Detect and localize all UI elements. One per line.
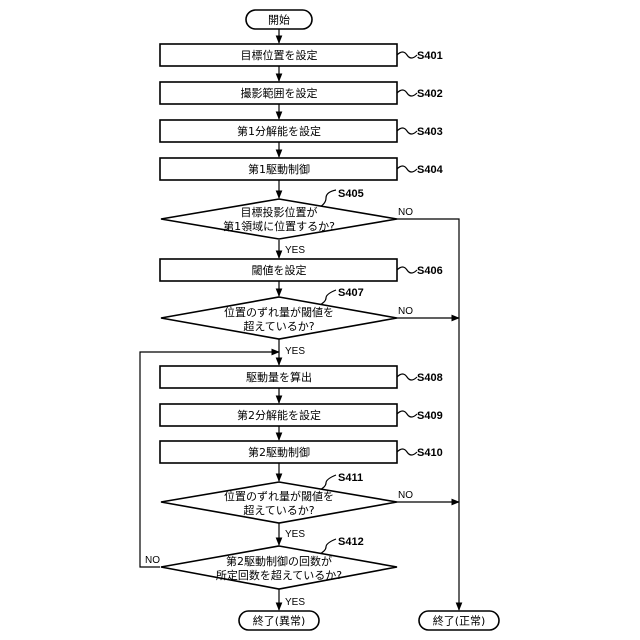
svg-text:S408: S408	[417, 372, 443, 384]
svg-text:第1領域に位置するか?: 第1領域に位置するか?	[223, 219, 335, 233]
svg-text:目標投影位置が: 目標投影位置が	[241, 205, 318, 219]
step-s409: 第2分解能を設定 S409	[160, 404, 443, 426]
svg-text:所定回数を超えているか?: 所定回数を超えているか?	[216, 568, 342, 582]
s407-no-label: NO	[398, 306, 413, 317]
svg-text:目標位置を設定: 目標位置を設定	[241, 48, 318, 62]
s405-yes-label: YES	[285, 245, 305, 256]
s407-yes-label: YES	[285, 346, 305, 357]
step-s401: 目標位置を設定 S401	[160, 44, 443, 66]
svg-text:終了(異常): 終了(異常)	[253, 614, 306, 628]
svg-text:S410: S410	[417, 447, 443, 459]
svg-text:超えているか?: 超えているか?	[243, 319, 314, 333]
s412-no-label: NO	[145, 555, 160, 566]
step-s403: 第1分解能を設定 S403	[160, 120, 443, 142]
step-s404: 第1駆動制御 S404	[160, 158, 444, 180]
end-terminal-normal: 終了(正常)	[419, 611, 499, 630]
svg-text:位置のずれ量が閾値を: 位置のずれ量が閾値を	[224, 489, 334, 503]
svg-text:撮影範囲を設定: 撮影範囲を設定	[241, 86, 318, 100]
svg-text:S402: S402	[417, 88, 443, 100]
svg-text:第1駆動制御: 第1駆動制御	[248, 162, 310, 176]
step-s410: 第2駆動制御 S410	[160, 441, 443, 463]
step-s408: 駆動量を算出 S408	[160, 366, 443, 388]
svg-text:第1分解能を設定: 第1分解能を設定	[237, 124, 321, 138]
svg-text:S407: S407	[338, 287, 364, 299]
step-s406: 閾値を設定 S406	[160, 259, 443, 281]
svg-text:第2駆動制御: 第2駆動制御	[248, 445, 310, 459]
svg-text:開始: 開始	[268, 13, 290, 27]
svg-text:S404: S404	[417, 164, 444, 176]
svg-text:位置のずれ量が閾値を: 位置のずれ量が閾値を	[224, 305, 334, 319]
s411-yes-label: YES	[285, 529, 305, 540]
step-s402: 撮影範囲を設定 S402	[160, 82, 443, 104]
svg-text:閾値を設定: 閾値を設定	[252, 263, 307, 277]
svg-text:第2分解能を設定: 第2分解能を設定	[237, 408, 321, 422]
svg-text:駆動量を算出: 駆動量を算出	[246, 370, 312, 384]
svg-text:S401: S401	[417, 50, 443, 62]
svg-text:S409: S409	[417, 410, 443, 422]
svg-text:S412: S412	[338, 536, 364, 548]
svg-text:超えているか?: 超えているか?	[243, 503, 314, 517]
svg-text:S403: S403	[417, 126, 443, 138]
svg-text:S406: S406	[417, 265, 443, 277]
svg-text:S411: S411	[338, 472, 363, 484]
s405-no-label: NO	[398, 207, 413, 218]
s412-yes-label: YES	[285, 597, 305, 608]
svg-text:S405: S405	[338, 188, 364, 200]
start-terminal: 開始	[246, 10, 312, 29]
s411-no-label: NO	[398, 490, 413, 501]
svg-text:終了(正常): 終了(正常)	[433, 614, 486, 628]
end-terminal-abnormal: 終了(異常)	[239, 611, 319, 630]
svg-text:第2駆動制御の回数が: 第2駆動制御の回数が	[226, 554, 332, 568]
